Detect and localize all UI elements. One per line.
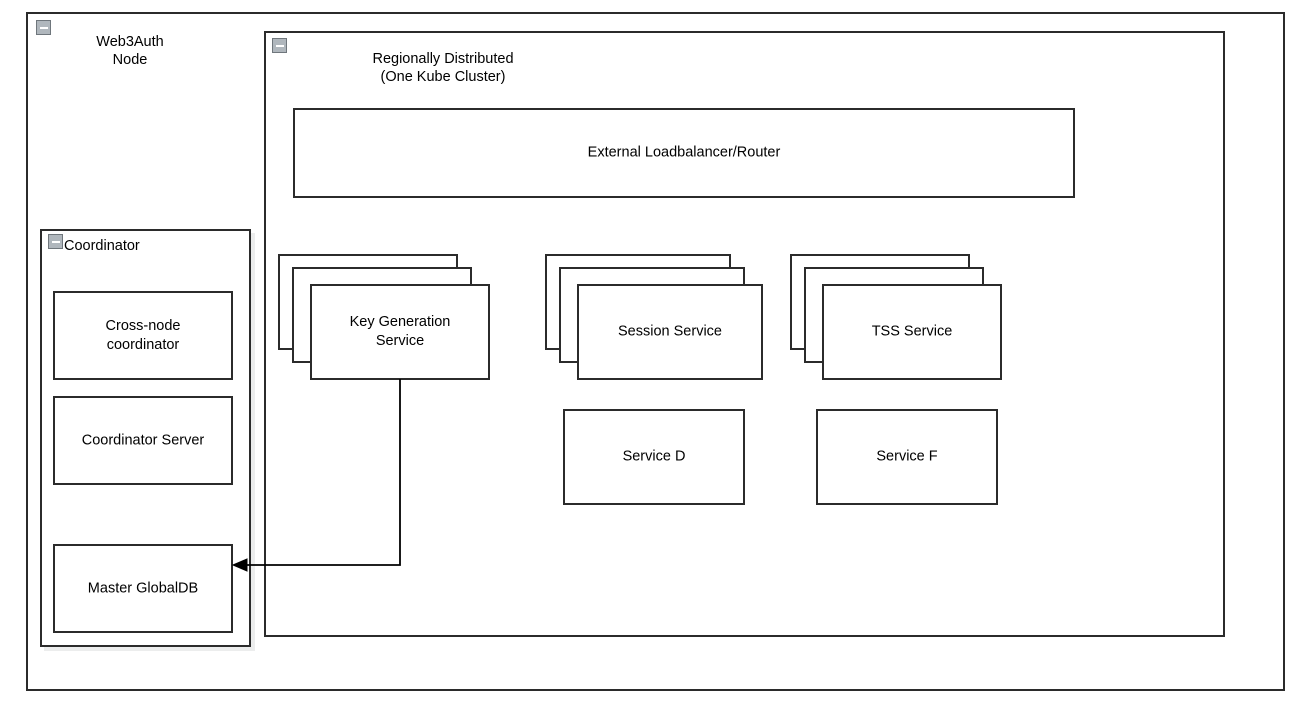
node-key-generation-service[interactable]: Key Generation Service (278, 254, 492, 380)
collapse-minus-icon-cluster[interactable] (272, 38, 287, 53)
node-label-tss-service: TSS Service (871, 323, 953, 340)
node-label-service-d: Service D (622, 448, 686, 465)
node-master-globaldb[interactable]: Master GlobalDB (53, 544, 233, 633)
node-service-f[interactable]: Service F (816, 409, 998, 505)
node-session-service[interactable]: Session Service (545, 254, 765, 380)
collapse-minus-icon-web3auth-node[interactable] (36, 20, 51, 35)
node-tss-service[interactable]: TSS Service (790, 254, 1004, 380)
stack-layer-front[interactable]: Key Generation Service (310, 284, 490, 380)
node-label-coordinator-server: Coordinator Server (81, 432, 205, 448)
node-label-session-service: Session Service (618, 323, 722, 340)
node-label-service-f: Service F (876, 448, 938, 465)
node-label-external-loadbalancer: External Loadbalancer/Router (587, 144, 781, 161)
node-label-cross-node-coordinator: Cross-node coordinator (105, 317, 181, 353)
collapse-minus-icon-coordinator[interactable] (48, 234, 63, 249)
stack-layer-front[interactable]: Session Service (577, 284, 763, 380)
node-service-d[interactable]: Service D (563, 409, 745, 505)
node-label-master-globaldb: Master GlobalDB (87, 580, 199, 596)
node-cross-node-coordinator[interactable]: Cross-node coordinator (53, 291, 233, 380)
node-coordinator-server[interactable]: Coordinator Server (53, 396, 233, 485)
stack-layer-front[interactable]: TSS Service (822, 284, 1002, 380)
node-label-key-generation-service: Key Generation Service (349, 314, 451, 349)
node-external-loadbalancer[interactable]: External Loadbalancer/Router (293, 108, 1075, 198)
